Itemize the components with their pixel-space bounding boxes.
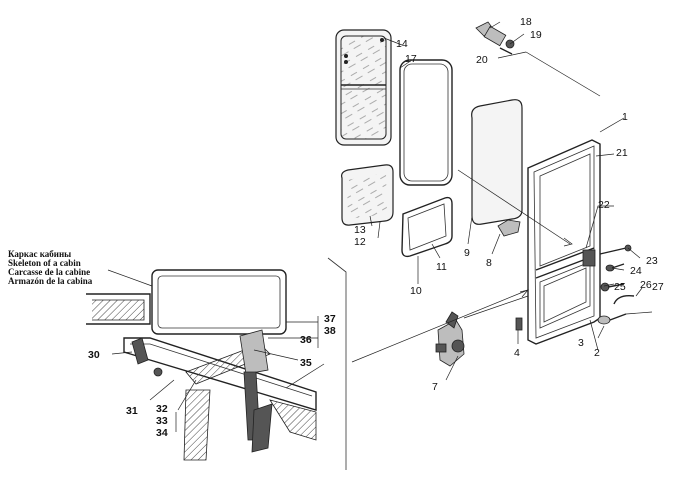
label-35: 35 — [300, 357, 312, 369]
label-17: 17 — [405, 53, 417, 65]
label-32: 32 — [156, 403, 168, 415]
label-37: 37 — [324, 313, 336, 325]
label-18: 18 — [520, 16, 532, 28]
label-12: 12 — [354, 236, 366, 248]
leader-lines — [107, 21, 653, 432]
door-glass — [471, 99, 523, 225]
caption-ru: Каркас кабины — [8, 249, 71, 259]
lower-small-glass — [341, 164, 394, 226]
label-34: 34 — [156, 427, 168, 439]
lock-cylinder — [475, 21, 515, 55]
label-31: 31 — [126, 405, 138, 417]
label-13: 13 — [354, 224, 366, 236]
cabin-caption: Каркас кабины Skeleton of a cabin Carcas… — [8, 249, 93, 286]
label-33: 33 — [156, 415, 168, 427]
label-4: 4 — [514, 347, 520, 359]
caption-en: Skeleton of a cabin — [8, 258, 81, 268]
label-20: 20 — [476, 54, 488, 66]
door-stop — [515, 317, 523, 331]
label-3: 3 — [578, 337, 584, 349]
label-2: 2 — [594, 347, 600, 359]
label-24: 24 — [630, 265, 642, 277]
label-22: 22 — [598, 199, 610, 211]
label-10: 10 — [410, 285, 422, 297]
outer-latch — [435, 311, 465, 367]
label-25: 25 — [614, 281, 626, 293]
label-38: 38 — [324, 325, 336, 337]
label-27: 27 — [652, 281, 664, 293]
upper-window-glass — [335, 29, 392, 146]
label-1: 1 — [622, 111, 628, 123]
part-labels: 14 17 18 19 20 1 21 22 23 24 25 26 27 3 … — [88, 16, 664, 439]
label-14: 14 — [396, 38, 408, 50]
label-7: 7 — [432, 381, 438, 393]
label-9: 9 — [464, 247, 470, 259]
label-11: 11 — [436, 261, 447, 273]
label-30: 30 — [88, 349, 100, 361]
inner-handle — [497, 219, 521, 237]
small-window-seal — [401, 196, 453, 258]
label-26: 26 — [640, 279, 652, 291]
window-seal — [399, 59, 453, 186]
caption-es: Armazón de la cabina — [8, 276, 93, 286]
door-frame — [527, 139, 601, 345]
label-23: 23 — [646, 255, 658, 267]
label-19: 19 — [530, 29, 542, 41]
label-8: 8 — [486, 257, 492, 269]
label-36: 36 — [300, 334, 312, 346]
caption-fr: Carcasse de la cabine — [8, 267, 90, 277]
label-21: 21 — [616, 147, 628, 159]
cabin-section — [86, 269, 317, 461]
